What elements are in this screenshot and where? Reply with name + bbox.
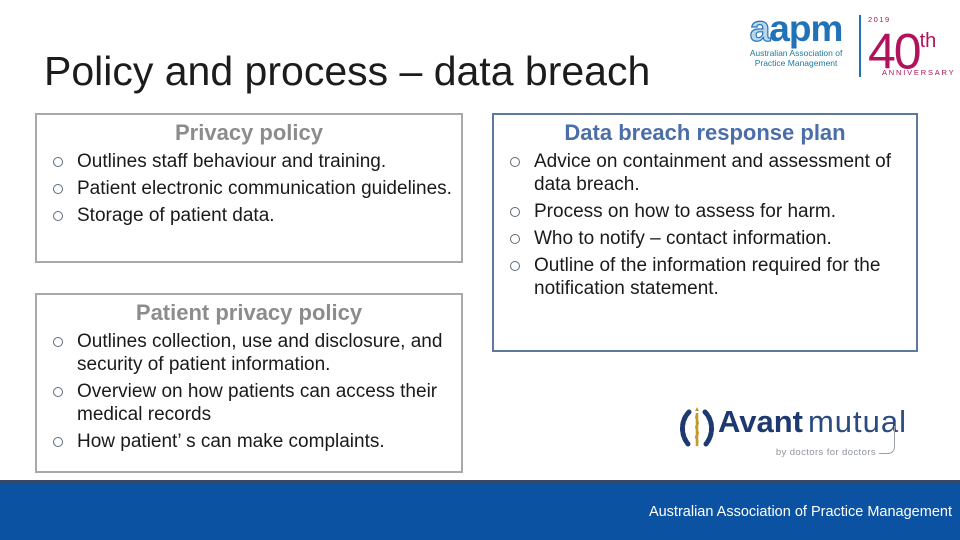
aapm-logo: aapm Australian Association of Practice …: [740, 9, 954, 92]
avant-corner-bracket: [879, 426, 895, 454]
patient-privacy-policy-box: Patient privacy policy Outlines collecti…: [35, 293, 463, 473]
data-breach-response-plan-title: Data breach response plan: [564, 120, 846, 145]
avant-name: Avant: [718, 404, 803, 439]
aapm-solid-letters: apm: [769, 8, 843, 49]
aapm-divider-line: [859, 15, 861, 77]
footer-bar: Australian Association of Practice Manag…: [0, 480, 960, 540]
aapm-caption: Australian Association of Practice Manag…: [740, 48, 852, 68]
circle-bullet-icon: [53, 157, 63, 167]
data-breach-response-plan-list: Advice on containment and assessment of …: [494, 150, 916, 300]
aapm-outline-letter: a: [749, 8, 771, 49]
aapm-caption-line2: Practice Management: [754, 58, 838, 68]
list-item: Who to notify – contact information.: [506, 227, 908, 250]
list-item: Outlines staff behaviour and training.: [49, 150, 453, 173]
circle-bullet-icon: [53, 337, 63, 347]
list-item: How patient’ s can make complaints.: [49, 430, 453, 453]
patient-privacy-policy-title: Patient privacy policy: [135, 300, 363, 325]
list-item: Outlines collection, use and disclosure,…: [49, 330, 453, 376]
anniversary-year: 2019: [868, 15, 891, 24]
list-item: Overview on how patients can access thei…: [49, 380, 453, 426]
aapm-40th-badge: 2019 40th ANNIVERSARY: [868, 12, 954, 77]
circle-bullet-icon: [53, 184, 63, 194]
privacy-policy-box: Privacy policy Outlines staff behaviour …: [35, 113, 463, 263]
anniversary-40: 40: [868, 23, 922, 80]
data-breach-response-plan-box: Data breach response plan Advice on cont…: [492, 113, 918, 352]
patient-privacy-policy-list: Outlines collection, use and disclosure,…: [37, 330, 461, 453]
circle-bullet-icon: [510, 207, 520, 217]
list-item: Process on how to assess for harm.: [506, 200, 908, 223]
list-item: Patient electronic communication guideli…: [49, 177, 453, 200]
anniversary-label: ANNIVERSARY: [882, 67, 956, 77]
aapm-caption-line1: Australian Association of: [749, 48, 843, 58]
circle-bullet-icon: [53, 211, 63, 221]
list-item: Advice on containment and assessment of …: [506, 150, 908, 196]
avant-tagline: by doctors for doctors: [775, 447, 876, 458]
slide-title: Policy and process – data breach: [44, 48, 651, 94]
circle-bullet-icon: [53, 437, 63, 447]
circle-bullet-icon: [510, 157, 520, 167]
circle-bullet-icon: [53, 387, 63, 397]
anniversary-th: th: [919, 30, 937, 52]
avant-wreath-emblem-icon: [680, 407, 714, 447]
list-item: Outline of the information required for …: [506, 254, 908, 300]
aapm-brand-text: aapm: [740, 9, 852, 47]
avant-mutual-word: mutual: [807, 404, 908, 439]
privacy-policy-title: Privacy policy: [175, 120, 323, 145]
circle-bullet-icon: [510, 234, 520, 244]
circle-bullet-icon: [510, 261, 520, 271]
privacy-policy-list: Outlines staff behaviour and training. P…: [37, 150, 461, 227]
anniversary-number: 40th: [868, 24, 954, 77]
list-item: Storage of patient data.: [49, 204, 453, 227]
aapm-logo-wordmark: aapm Australian Association of Practice …: [740, 9, 852, 68]
footer-text: Australian Association of Practice Manag…: [648, 503, 952, 520]
